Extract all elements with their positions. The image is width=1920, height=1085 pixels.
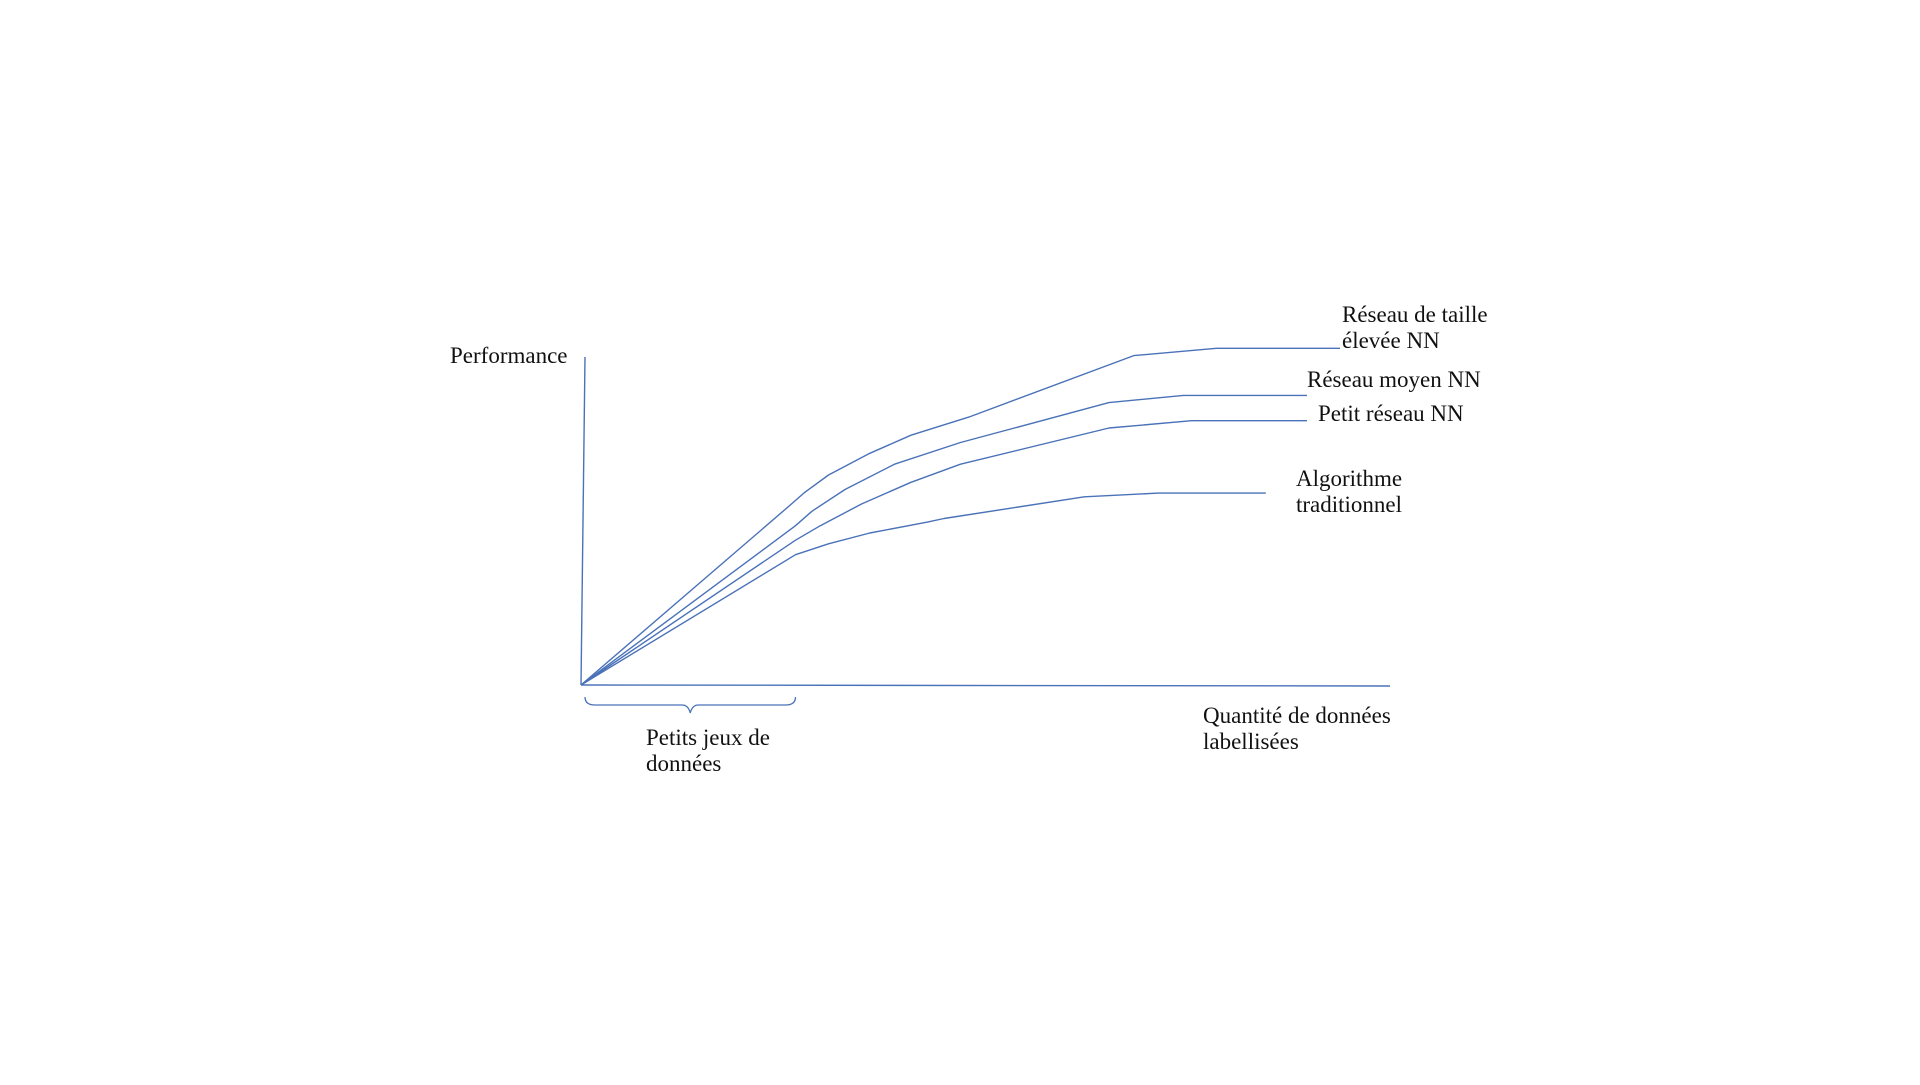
y-axis-label: Performance xyxy=(450,343,568,368)
x-axis-line xyxy=(580,684,1391,687)
series-line-3 xyxy=(580,420,1307,686)
small-dataset-brace xyxy=(584,696,797,714)
series-label-1-line-1: Réseau de taille xyxy=(1342,302,1488,327)
series-label-3: Petit réseau NN xyxy=(1318,401,1464,426)
series-label-3-line-1: Petit réseau NN xyxy=(1318,401,1464,426)
brace-label-line-1: Petits jeux de xyxy=(646,725,770,750)
brace-label-line-2: données xyxy=(646,751,721,776)
x-axis-label-line-1: Quantité de données xyxy=(1203,703,1391,728)
series-label-2: Réseau moyen NN xyxy=(1307,367,1481,392)
series-line-4 xyxy=(580,492,1266,686)
series-label-1-line-2: élevée NN xyxy=(1342,328,1440,353)
series-label-4-line-2: traditionnel xyxy=(1296,492,1402,517)
x-axis-label-line-2: labellisées xyxy=(1203,729,1299,754)
axes xyxy=(580,356,1391,687)
series-label-2-line-1: Réseau moyen NN xyxy=(1307,367,1481,392)
series-label-4-line-1: Algorithme xyxy=(1296,466,1402,491)
series-line-1 xyxy=(580,347,1340,686)
series-line-2 xyxy=(580,394,1307,686)
series-lines xyxy=(580,347,1340,686)
y-axis-line xyxy=(580,356,586,686)
